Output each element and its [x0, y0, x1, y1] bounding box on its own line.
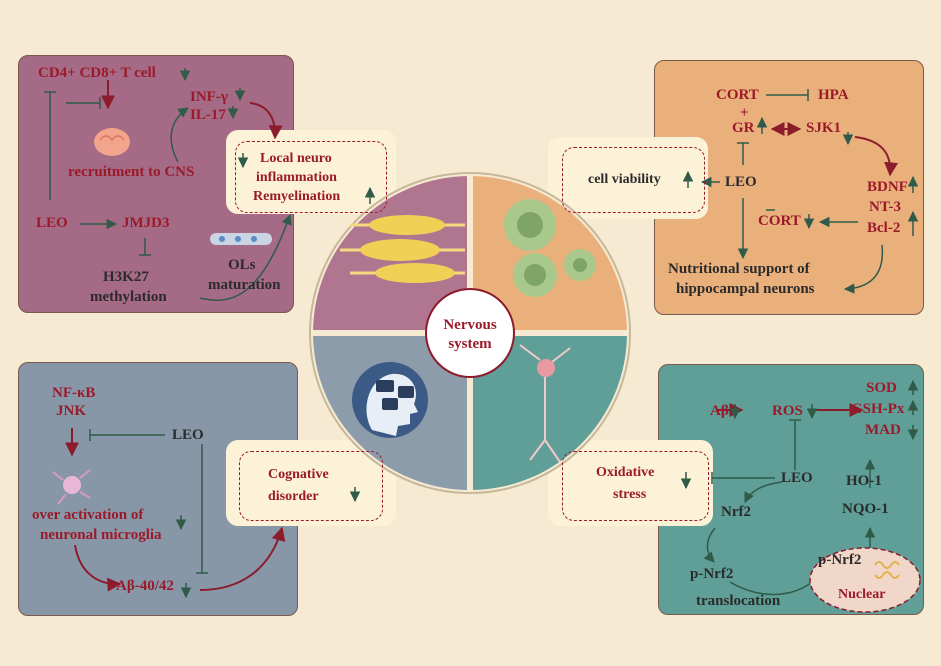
gr-label: GR: [732, 120, 755, 136]
maturation-label: maturation: [208, 277, 281, 293]
mad-label: MAD: [865, 422, 901, 438]
oxidative-box-line-2: stress: [613, 487, 647, 502]
viability-box-label: cell viability: [588, 172, 661, 187]
cort-mid-label: CORT: [758, 213, 801, 229]
abeta-label-1: Aβ-40/42: [116, 578, 174, 594]
ho1-label: HO-1: [846, 473, 882, 489]
brain-icon: [94, 128, 130, 156]
leo-label-4: LEO: [781, 470, 813, 486]
nrf2-label: Nrf2: [721, 504, 751, 520]
neuro-box-line-2: inflammation: [256, 170, 337, 185]
cognitive-box-line-2: disorder: [268, 489, 319, 504]
oxidative-stress-box: [562, 451, 709, 521]
microglia-icon: [52, 469, 91, 505]
nt3-label: NT-3: [869, 199, 901, 215]
nfkb-label: NF-κB: [52, 385, 96, 401]
recruit-label: recruitment to CNS: [68, 164, 195, 180]
hippocampal-cells-icon: [504, 199, 596, 297]
sjk1-label: SJK1: [806, 120, 842, 136]
il17-label: IL-17: [190, 107, 226, 123]
neuroinflammation-box: [235, 141, 387, 213]
neuro-tab: [226, 130, 396, 214]
ros-label: ROS: [772, 403, 803, 419]
cognitive-box-line-1: Cognative: [268, 467, 329, 482]
quadrant-neuron: [470, 333, 627, 490]
over-activation-line-1: over activation of: [32, 507, 144, 523]
myelinated-axon-icon: [340, 215, 465, 283]
oligodendrocyte-icon: [210, 233, 272, 245]
sod-label: SOD: [866, 380, 897, 396]
jnk-label: JNK: [56, 403, 86, 419]
neuron-icon: [519, 344, 571, 463]
pnrf2-label: p-Nrf2: [690, 566, 734, 582]
center-label-2: system: [448, 336, 492, 352]
inf-label: INF-γ: [190, 89, 228, 105]
center-label-1: Nervous: [443, 317, 497, 333]
nqo1-label: NQO-1: [842, 501, 889, 517]
bdnf-label: BDNF: [867, 179, 908, 195]
neuro-box-line-3: Remyelination: [253, 189, 341, 204]
pnrf2-nucleus-label: p-Nrf2: [818, 552, 862, 568]
hpa-label: HPA: [818, 87, 849, 103]
cognitive-disorder-box: [239, 451, 383, 521]
viability-tab: [548, 137, 708, 219]
neuro-box-line-1: Local neuro: [260, 151, 332, 166]
translocation-label: translocation: [696, 593, 781, 609]
methylation-label: methylation: [90, 289, 167, 305]
ols-label: OLs: [228, 257, 256, 273]
cell-viability-box: [562, 147, 705, 213]
h3k27-label: H3K27: [103, 269, 149, 285]
nutrition-line-2: hippocampal neurons: [676, 281, 815, 297]
leo-label-2: LEO: [725, 174, 757, 190]
leo-label-1: LEO: [36, 215, 68, 231]
bcl2-label: Bcl-2: [867, 220, 901, 236]
cort-top-label: CORT: [716, 87, 759, 103]
leo-label-3: LEO: [172, 427, 204, 443]
jmjd3-label: JMJD3: [122, 215, 170, 231]
nuclear-label: Nuclear: [838, 587, 886, 602]
over-activation-line-2: neuronal microglia: [40, 527, 162, 543]
oxidative-box-line-1: Oxidative: [596, 465, 655, 480]
abeta-label-2: Aβ: [710, 403, 729, 419]
gsh-label: GSH-Px: [851, 401, 905, 417]
plus-label: +: [740, 105, 749, 121]
tcell-label: CD4+ CD8+ T cell: [38, 65, 156, 81]
nutrition-line-1: Nutritional support of: [668, 261, 810, 277]
cognition-head-icon: [352, 362, 428, 438]
